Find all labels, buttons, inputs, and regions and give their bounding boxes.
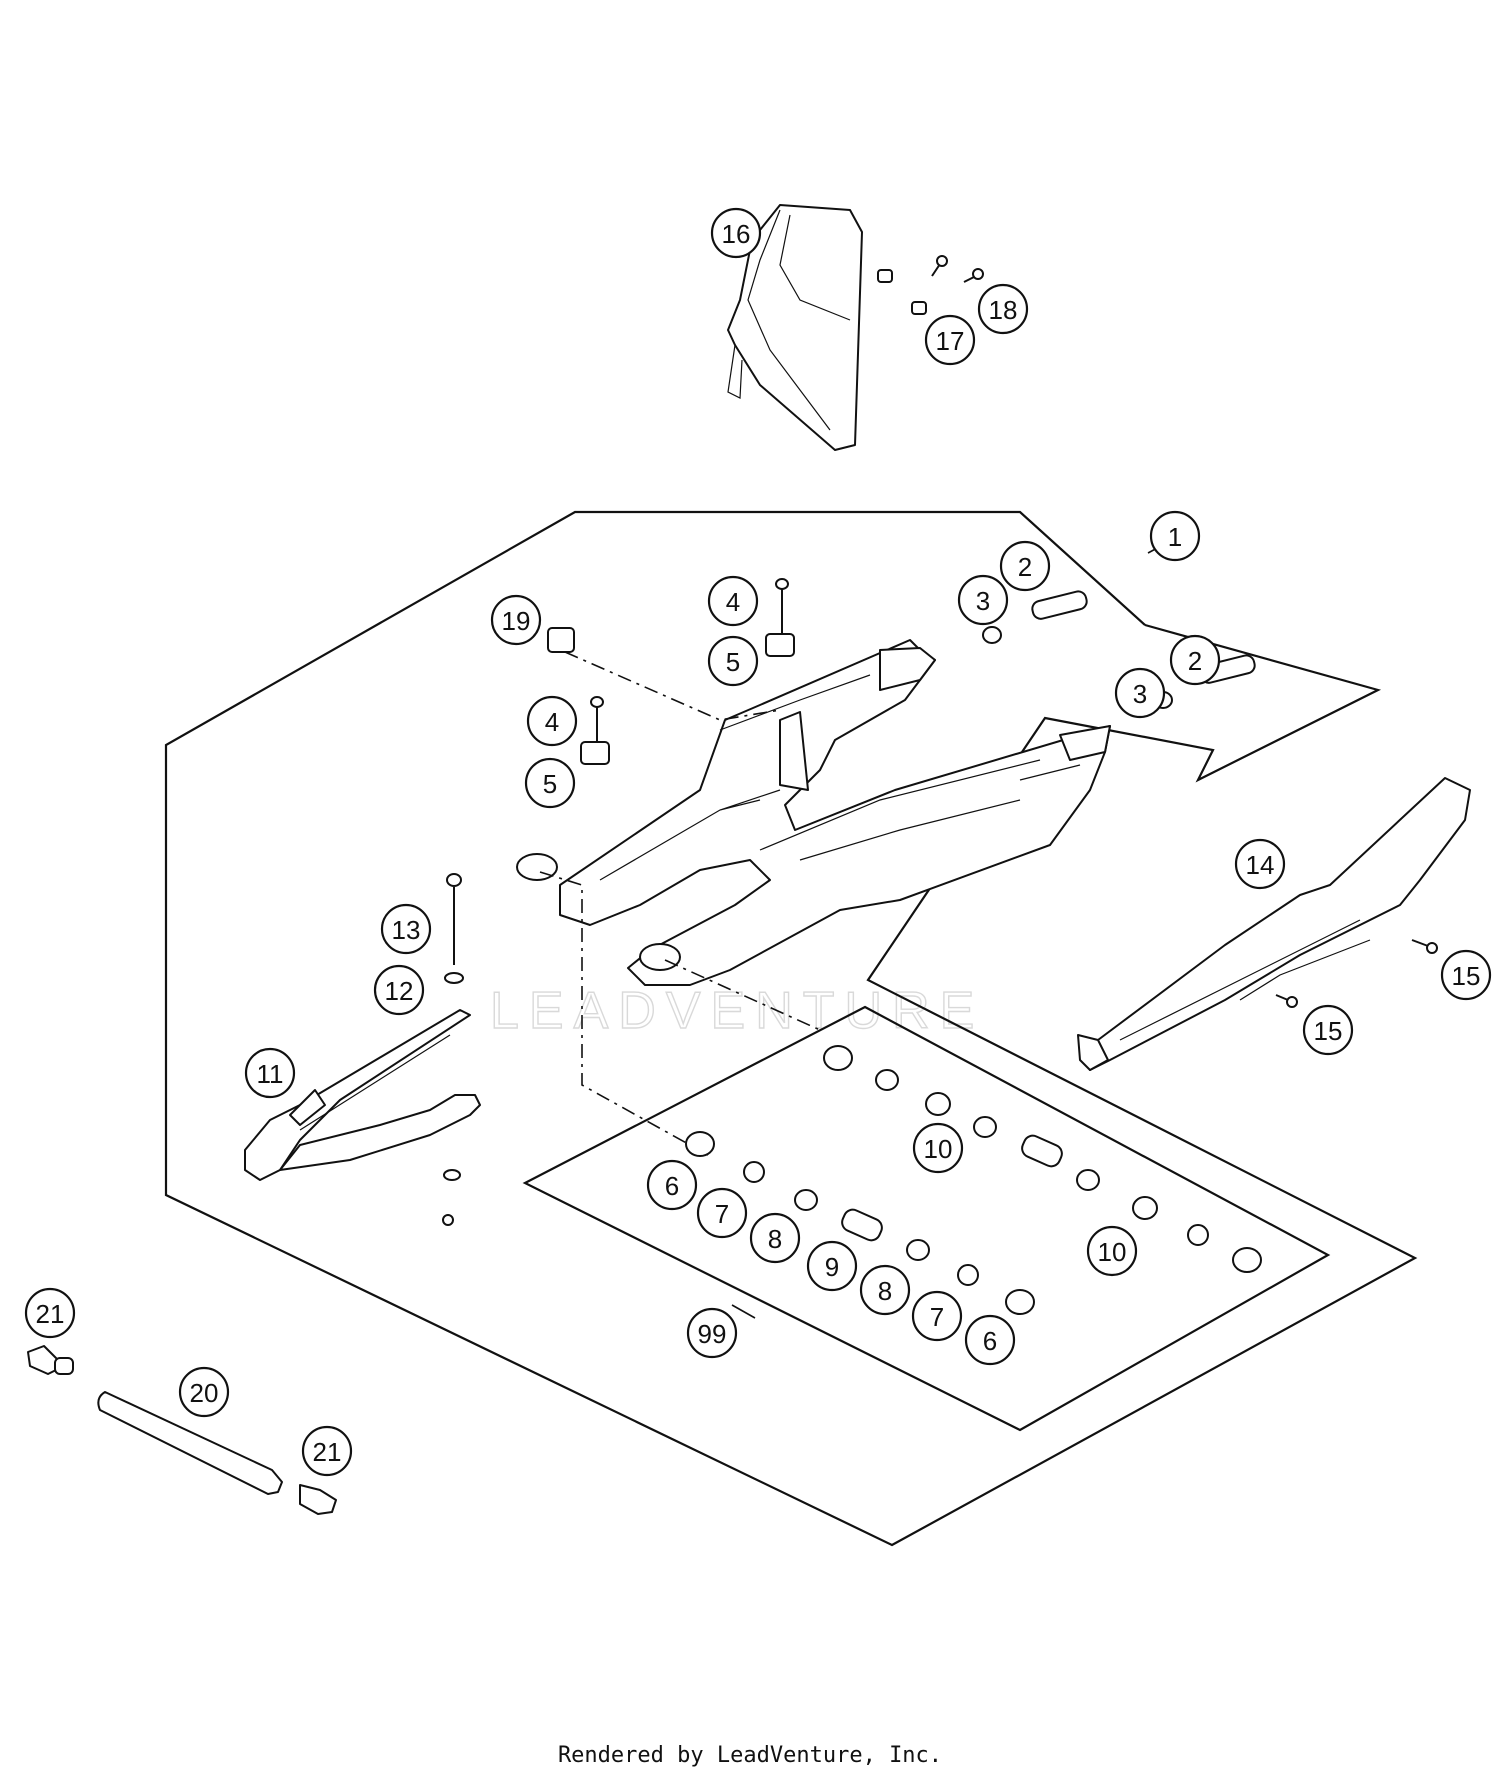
svg-text:8: 8 xyxy=(768,1224,782,1254)
pivot-shaft-part xyxy=(27,1345,337,1515)
svg-text:5: 5 xyxy=(726,647,740,677)
svg-text:99: 99 xyxy=(698,1319,727,1349)
callout-4b: 4 xyxy=(526,695,578,747)
svg-text:6: 6 xyxy=(983,1326,997,1356)
callout-8b: 8 xyxy=(859,1264,911,1316)
svg-text:4: 4 xyxy=(545,707,559,737)
svg-text:3: 3 xyxy=(976,586,990,616)
bearing-parts xyxy=(685,1045,1262,1315)
svg-text:10: 10 xyxy=(1098,1237,1127,1267)
callout-5a: 5 xyxy=(707,635,759,687)
svg-text:7: 7 xyxy=(930,1302,944,1332)
svg-text:5: 5 xyxy=(543,769,557,799)
pivot-axis-dashes xyxy=(564,651,781,721)
mud-guard-fasteners xyxy=(877,255,984,315)
callout-6a: 6 xyxy=(646,1159,698,1211)
callout-18: 18 xyxy=(977,283,1029,335)
callout-7b: 7 xyxy=(911,1290,963,1342)
callout-4a: 4 xyxy=(707,575,759,627)
callout-15b: 15 xyxy=(1302,1004,1354,1056)
callout-8a: 8 xyxy=(749,1212,801,1264)
callout-6b: 6 xyxy=(964,1314,1016,1366)
assembly-outline xyxy=(164,510,1418,1547)
callout-2a: 2 xyxy=(999,540,1051,592)
svg-text:21: 21 xyxy=(36,1299,65,1329)
svg-text:11: 11 xyxy=(257,1059,284,1089)
callout-7a: 7 xyxy=(696,1187,748,1239)
svg-text:3: 3 xyxy=(1133,679,1147,709)
callout-10a: 10 xyxy=(912,1122,964,1174)
callout-14: 14 xyxy=(1234,838,1286,890)
svg-text:1: 1 xyxy=(1168,522,1182,552)
callout-21a: 21 xyxy=(24,1287,76,1339)
svg-text:16: 16 xyxy=(722,219,751,249)
svg-text:7: 7 xyxy=(715,1199,729,1229)
svg-text:12: 12 xyxy=(385,976,414,1006)
callout-20: 20 xyxy=(178,1366,230,1418)
mud-guard-part xyxy=(727,204,863,451)
callout-17: 17 xyxy=(924,314,976,366)
callout-19: 19 xyxy=(490,594,542,646)
svg-text:6: 6 xyxy=(665,1171,679,1201)
callout-1: 1 xyxy=(1149,510,1201,562)
callout-12: 12 xyxy=(373,964,425,1016)
svg-text:18: 18 xyxy=(989,295,1018,325)
chain-slider-part xyxy=(1077,777,1471,1071)
callout-labels: 1 2 2 3 3 4 4 5 5 6 6 7 7 8 8 9 10 10 11… xyxy=(24,207,1492,1477)
svg-text:4: 4 xyxy=(726,587,740,617)
chain-guard-part xyxy=(244,1009,481,1181)
svg-text:2: 2 xyxy=(1188,646,1202,676)
callout-16: 16 xyxy=(710,207,762,259)
svg-text:14: 14 xyxy=(1246,850,1275,880)
callout-11: 11 xyxy=(244,1047,296,1099)
svg-text:19: 19 xyxy=(502,606,531,636)
callout-3b: 3 xyxy=(1114,667,1166,719)
callout-10b: 10 xyxy=(1086,1225,1138,1277)
svg-text:8: 8 xyxy=(878,1276,892,1306)
svg-text:13: 13 xyxy=(392,915,421,945)
watermark: LEADVENTURE xyxy=(490,982,984,1040)
svg-text:21: 21 xyxy=(313,1437,342,1467)
svg-text:17: 17 xyxy=(936,326,965,356)
svg-text:10: 10 xyxy=(924,1134,953,1164)
callout-15a: 15 xyxy=(1440,949,1492,1001)
callout-9: 9 xyxy=(806,1240,858,1292)
footer-credit: Rendered by LeadVenture, Inc. xyxy=(557,1743,943,1768)
svg-text:15: 15 xyxy=(1452,961,1481,991)
callout-3a: 3 xyxy=(957,574,1009,626)
clamp-parts xyxy=(547,578,1256,765)
pivot-axis-dashes-lower xyxy=(539,871,709,1156)
callout-13: 13 xyxy=(380,903,432,955)
swingarm-part xyxy=(516,639,1111,986)
chain-slider-screws xyxy=(1275,939,1438,1008)
callout-5b: 5 xyxy=(524,757,576,809)
chain-guard-fasteners xyxy=(442,873,464,1226)
svg-text:9: 9 xyxy=(825,1252,839,1282)
svg-text:15: 15 xyxy=(1314,1016,1343,1046)
callout-21b: 21 xyxy=(301,1425,353,1477)
bearing-kit-outline xyxy=(522,1005,1331,1432)
callout-99: 99 xyxy=(686,1307,738,1359)
callout-2b: 2 xyxy=(1169,634,1221,686)
svg-text:2: 2 xyxy=(1018,552,1032,582)
svg-text:20: 20 xyxy=(190,1378,219,1408)
